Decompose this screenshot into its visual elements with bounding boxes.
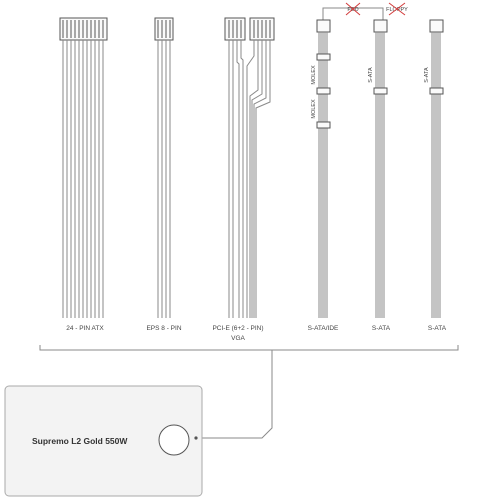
sata-2-wires — [431, 32, 441, 318]
eps-label: EPS 8 - PIN — [146, 325, 181, 332]
floppy-label: FLOPPY — [386, 7, 408, 13]
eps-8pin-cable: EPS 8 - PIN — [146, 17, 182, 332]
sata-1-top-plug — [373, 19, 388, 33]
pcie-label: PCI-E (6+2 - PIN) — [212, 325, 263, 332]
sata-2-mid-label: S-ATA — [424, 67, 430, 83]
psu-label: Supremo L2 Gold 550W — [32, 436, 128, 446]
sata-ide-inline-plug-3 — [316, 121, 331, 129]
sata-ide-inline-plug-1 — [316, 53, 331, 61]
molex-label-2: MOLEX — [311, 99, 317, 119]
sata-2-label: S-ATA — [428, 325, 447, 332]
cable-bracket — [39, 345, 459, 439]
crossed-connector-bar — [322, 7, 384, 20]
sata-1-label: S-ATA — [372, 325, 391, 332]
molex-label-1: MOLEX — [311, 65, 317, 85]
sata-2-top-plug — [429, 19, 444, 33]
link-endpoint-dot — [194, 436, 198, 440]
floppy-cross-icon — [388, 2, 406, 16]
sata-cable-1: S-ATA S-ATA — [368, 19, 391, 332]
eps-wires — [157, 40, 171, 318]
sata-1-inline-plug — [373, 87, 388, 95]
eps-8pin-plug — [154, 17, 174, 41]
psu-port-icon — [158, 424, 190, 456]
psu-unit: Supremo L2 Gold 550W — [4, 385, 203, 497]
sata-ide-inline-plug-2 — [316, 87, 331, 95]
atx-plug-pins — [62, 20, 104, 38]
atx-label: 24 - PIN ATX — [66, 325, 104, 332]
sata-ide-top-plug — [316, 19, 331, 33]
pcie-sub-label: VGA — [231, 335, 245, 342]
sata-ide-label: S-ATA/IDE — [308, 325, 339, 332]
atx-wires — [62, 40, 104, 318]
pcie-wires — [228, 40, 271, 318]
sata-cable-2: S-ATA S-ATA — [424, 19, 447, 332]
pcie-plug-pins — [228, 20, 271, 38]
fdd-cross-icon — [345, 2, 361, 16]
fdd-label: FDD — [347, 7, 358, 13]
psu-box — [4, 385, 203, 497]
sata-1-mid-label: S-ATA — [368, 67, 374, 83]
sata-ide-wires — [318, 32, 328, 318]
pcie-6pin-plug — [224, 17, 246, 41]
pcie-6plus2-cable: PCI-E (6+2 - PIN) VGA — [212, 17, 275, 342]
eps-plug-pins — [157, 20, 171, 38]
crossed-floppy-label-group: FLOPPY — [386, 2, 408, 16]
crossed-fdd-label-group: FDD — [345, 2, 361, 16]
sata-2-inline-plug — [429, 87, 444, 95]
atx-24pin-cable: 24 - PIN ATX — [59, 17, 108, 332]
sata-1-wires — [375, 32, 385, 318]
sata-ide-cable: MOLEX MOLEX S-ATA/IDE — [308, 19, 339, 332]
